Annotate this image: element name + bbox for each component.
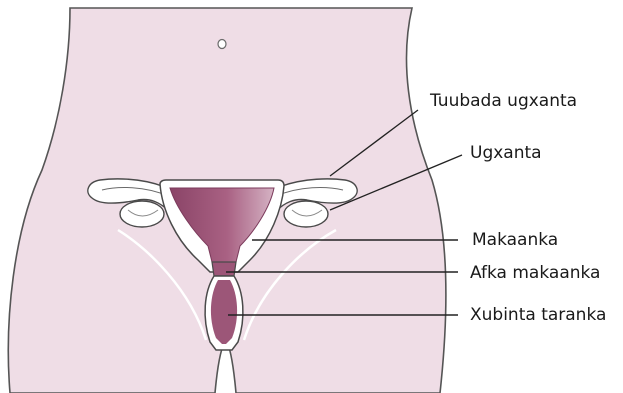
label-ovary: Ugxanta: [470, 143, 542, 163]
label-fallopian-tube: Tuubada ugxanta: [429, 91, 577, 111]
label-vagina: Xubinta taranka: [470, 305, 606, 325]
label-cervix: Afka makaanka: [470, 263, 600, 283]
label-uterus: Makaanka: [472, 230, 558, 250]
cervix: [212, 262, 236, 276]
right-ovary: [284, 201, 328, 227]
left-ovary: [120, 201, 164, 227]
vagina: [211, 280, 237, 344]
navel: [218, 40, 226, 49]
